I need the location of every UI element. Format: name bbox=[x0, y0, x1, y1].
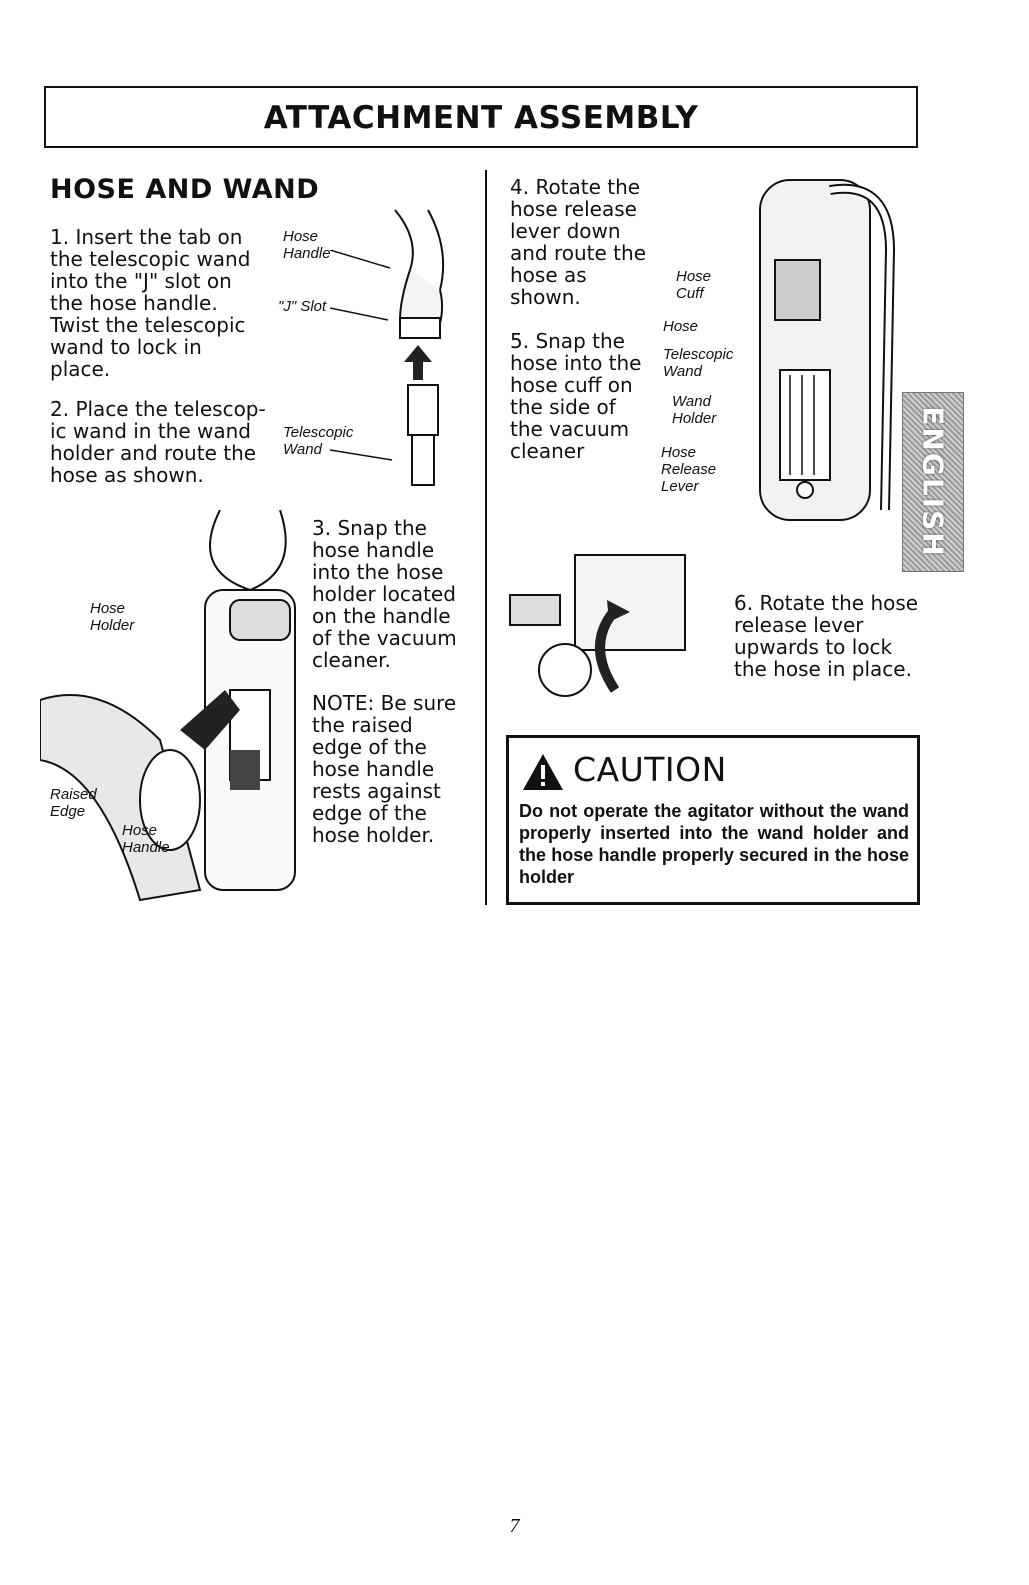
label-wand-holder: Wand Holder bbox=[672, 393, 717, 427]
label-telescopic-wand-2: Telescopic Wand bbox=[663, 346, 734, 380]
step-1-text: 1. Insert the tab on the telescopic wand… bbox=[50, 225, 251, 381]
fig1-leader-lines bbox=[330, 250, 393, 461]
section-title: HOSE AND WAND bbox=[50, 174, 320, 205]
label-hose-handle-2: Hose Handle bbox=[122, 822, 170, 856]
label-telescopic-wand: Telescopic Wand bbox=[283, 424, 354, 458]
step-3-text: 3. Snap the hose handle into the hose ho… bbox=[312, 516, 457, 672]
page-number: 7 bbox=[509, 1515, 520, 1537]
column-divider bbox=[485, 170, 487, 905]
label-hose-holder: Hose Holder bbox=[90, 600, 135, 634]
label-hose-cuff: Hose Cuff bbox=[676, 268, 712, 302]
header-box: ATTACHMENT ASSEMBLY bbox=[44, 86, 918, 148]
caution-title: CAUTION bbox=[573, 750, 727, 789]
step-5-text: 5. Snap the hose into the hose cuff on t… bbox=[510, 329, 642, 463]
label-raised-edge: Raised Edge bbox=[50, 786, 97, 820]
caution-box: CAUTION Do not operate the agitator with… bbox=[506, 735, 920, 905]
label-hose: Hose bbox=[663, 318, 699, 335]
hose-holder-illustration bbox=[40, 510, 296, 902]
step-6-text: 6. Rotate the hose release lever upwards… bbox=[734, 591, 919, 681]
hose-handle-wand-illustration bbox=[394, 209, 445, 486]
note-text: NOTE: Be sure the raised edge of the hos… bbox=[312, 691, 457, 847]
language-tab-label: ENGLISH bbox=[916, 406, 950, 558]
step-2-text: 2. Place the telescop- ic wand in the wa… bbox=[50, 397, 266, 487]
hose-release-lever-illustration bbox=[509, 554, 686, 697]
label-hose-handle: Hose Handle bbox=[283, 228, 331, 262]
caution-text: Do not operate the agitator without the … bbox=[519, 801, 909, 887]
warning-icon bbox=[523, 754, 563, 790]
label-hose-release-lever: Hose Release Lever bbox=[661, 444, 717, 495]
vacuum-side-illustration bbox=[759, 179, 896, 521]
page-title: ATTACHMENT ASSEMBLY bbox=[263, 100, 699, 136]
label-j-slot: "J" Slot bbox=[278, 298, 327, 315]
language-tab: ENGLISH bbox=[902, 392, 964, 572]
step-4-text: 4. Rotate the hose release lever down an… bbox=[510, 175, 647, 309]
